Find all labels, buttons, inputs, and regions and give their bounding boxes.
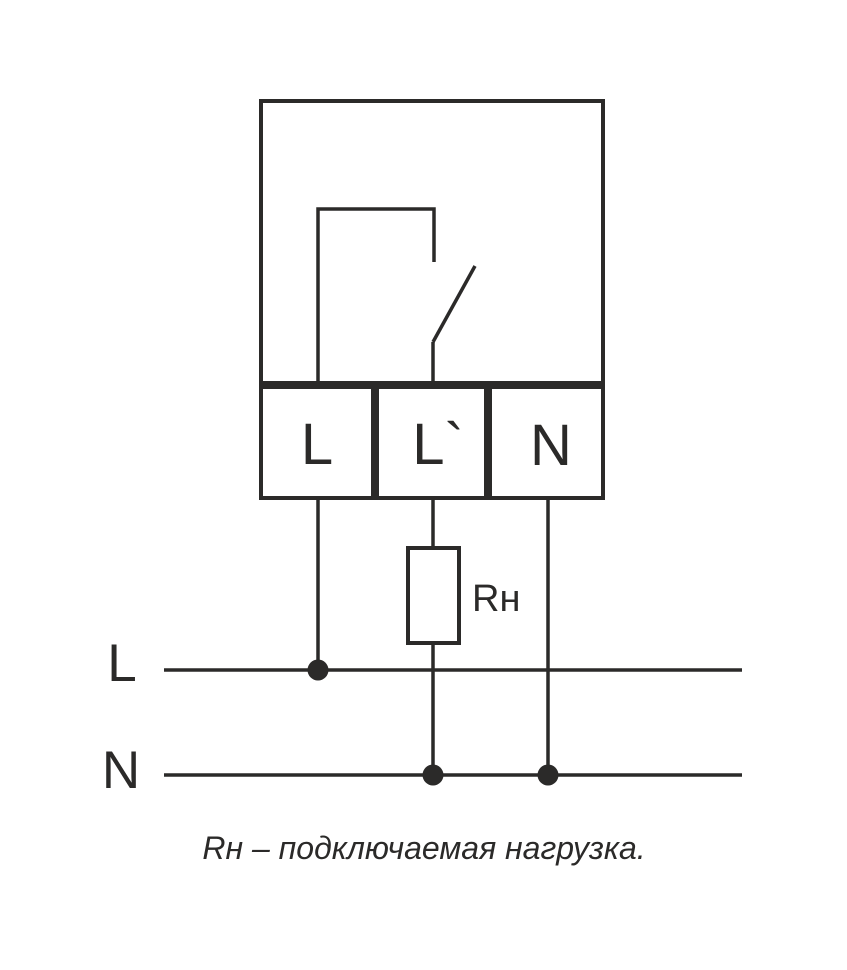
load-label: Rн	[472, 578, 520, 620]
load-resistor	[406, 546, 461, 645]
terminal-label-l: L	[301, 412, 333, 477]
junction-dot-load-neutral	[422, 764, 444, 786]
internal-switch-group	[316, 207, 477, 387]
neutral-line-label: N	[102, 741, 140, 800]
junction-dots-group	[307, 659, 559, 786]
terminal-label-l-switched: L`	[412, 412, 464, 477]
caption: Rн – подключаемая нагрузка.	[202, 830, 645, 866]
junction-dot-live	[307, 659, 329, 681]
switch-input-wire	[316, 207, 436, 387]
external-wiring-group	[164, 498, 742, 777]
junction-dot-neutral	[537, 764, 559, 786]
live-line-label: L	[107, 634, 136, 693]
terminal-label-n: N	[530, 413, 572, 478]
labels-group: L L` N Rн L N Rн – подключаемая нагрузка…	[102, 412, 646, 866]
switch-blade	[431, 265, 477, 343]
